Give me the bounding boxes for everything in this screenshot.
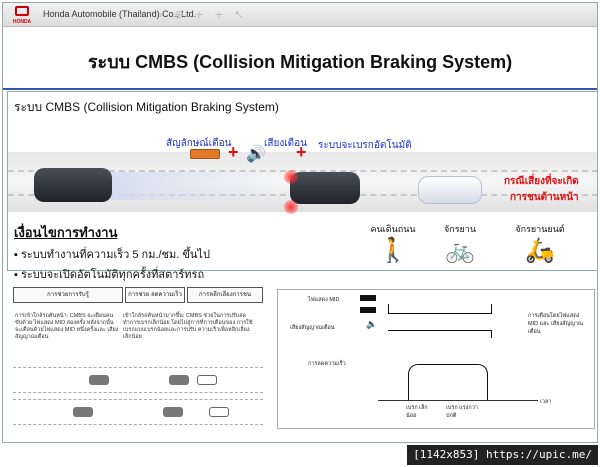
car-icon (73, 407, 93, 417)
condition-item: ▪ ระบบทำงานที่ความเร็ว 5 กม./ชม. ขึ้นไป (14, 249, 210, 261)
panel-subtitle: ระบบ CMBS (Collision Mitigation Braking … (14, 100, 279, 114)
back-icon[interactable]: ‹ (138, 8, 144, 21)
page-title: ระบบ CMBS (Collision Mitigation Braking … (87, 52, 513, 72)
car-icon (169, 375, 189, 385)
target-label: คนเดินถนน (370, 224, 416, 234)
target-label: จักรยานยนต์ (515, 224, 565, 234)
timing-chart: ไฟแสดง MID เสียงสัญญาณเตือน 🔈 การลดความเ… (277, 289, 595, 429)
mid-display-icon (360, 295, 376, 301)
conditions-block: เงื่อนไขการทำงาน ▪ ระบบทำงานที่ความเร็ว … (14, 222, 210, 283)
target-pedestrian: คนเดินถนน 🚶 (368, 222, 418, 264)
car-icon (163, 407, 183, 417)
collision-risk-label-1: กรณีเสี่ยงที่จะเกิด (504, 176, 579, 187)
sound-signal-wave (388, 330, 492, 338)
leading-car-icon (197, 375, 217, 385)
honda-h-mark (15, 6, 29, 16)
decel-curve (408, 364, 488, 400)
pedestrian-icon: 🚶 (378, 236, 408, 264)
warning-lamp-icon (190, 149, 220, 159)
phase-strong-brake: เบรก แรงกว่าปกติ (446, 405, 478, 419)
zoom-in-icon[interactable]: ⊕ (174, 8, 184, 21)
bicycle-icon: 🚲 (445, 236, 475, 264)
mini-road (13, 399, 263, 425)
honda-logo: HONDA (8, 6, 36, 25)
cmbs-panel: ระบบ CMBS (Collision Mitigation Braking … (7, 91, 597, 281)
step-collision-avoidance: การหลีกเลี่ยงการชน (187, 287, 263, 303)
slide-frame: HONDA Honda Automobile (Thailand) Co., L… (2, 2, 598, 443)
braking-car-icon (290, 172, 360, 204)
step-note-1: การเข้าใกล้รถคันหน้า: CMBS จะเตือนคนขับด… (15, 313, 119, 340)
target-label: จักรยาน (443, 224, 477, 234)
forward-icon[interactable]: › (158, 8, 164, 21)
title-divider (3, 88, 597, 90)
step-speed-reduction: การช่วย ลดความเร็ว (125, 287, 185, 303)
mid-display-icon (360, 307, 376, 313)
lane-line (8, 170, 597, 172)
phase-light-brake: เบรก เล็กน้อย (406, 405, 428, 419)
logo-text: HONDA (12, 19, 32, 25)
target-bicycle: จักรยาน 🚲 (432, 222, 488, 264)
car-icon (34, 168, 112, 202)
timing-row-mid: ไฟแสดง MID (308, 297, 340, 303)
step-perception: การช่วยการรับรู้ (13, 287, 123, 303)
auto-brake-label: ระบบจะเบรกอัตโนมัติ (318, 140, 412, 151)
speaker-icon: 🔈 (366, 320, 378, 330)
condition-item: ▪ ระบบจะเปิดอัตโนมัติทุกครั้งที่สตาร์ทรถ (14, 269, 205, 281)
mini-road (13, 367, 263, 393)
brake-light-icon (284, 200, 298, 214)
time-axis-label: เวลา (540, 399, 552, 405)
step-note-2: เข้าใกล้รถคันหน้ามากขึ้น: CMBS ช่วยในการ… (123, 313, 253, 340)
mid-signal-wave (388, 304, 492, 314)
time-axis (378, 400, 538, 401)
company-name: Honda Automobile (Thailand) Co., Ltd. (43, 9, 197, 19)
cursor-icon[interactable]: ↖ (234, 8, 244, 21)
collision-risk-label-2: การชนด้านหน้า (510, 192, 579, 203)
plus-icon[interactable]: + (194, 8, 204, 21)
plus-icon[interactable]: + (214, 8, 224, 21)
image-host-footer[interactable]: [1142x853] https://upic.me/ (407, 445, 598, 465)
car-icon (89, 375, 109, 385)
conditions-heading: เงื่อนไขการทำงาน (14, 225, 118, 240)
brake-light-icon (284, 170, 298, 184)
radar-beam (108, 172, 278, 200)
timing-row-sound: เสียงสัญญาณเตือน (290, 325, 335, 331)
motorcycle-icon: 🛵 (525, 236, 555, 264)
leading-car-icon (209, 407, 229, 417)
plus-icon: + (228, 142, 239, 162)
warning-sound-label: เสียงเตือน (264, 138, 308, 149)
timing-side-note: การเตือนโดยไฟแสดง MID และ เสียงสัญญาณเตื… (528, 313, 584, 335)
header-bar: HONDA Honda Automobile (Thailand) Co., L… (3, 3, 597, 27)
operation-diagram: การช่วยการรับรู้ การช่วย ลดความเร็ว การห… (7, 283, 597, 442)
plus-icon: + (296, 142, 307, 162)
speaker-icon: 🔊 (246, 144, 266, 163)
warning-symbol-label: สัญลักษณ์เตือน (166, 138, 232, 149)
timing-row-decel: การลดความเร็ว (308, 361, 346, 367)
leading-car-icon (418, 176, 482, 204)
target-motorcycle: จักรยานยนต์ 🛵 (508, 222, 572, 264)
